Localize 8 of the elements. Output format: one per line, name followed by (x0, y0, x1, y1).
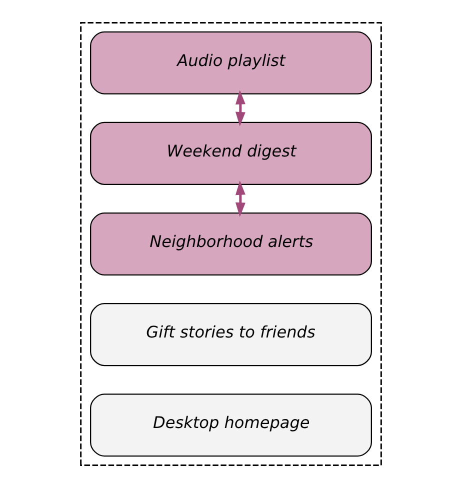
node-box: Audio playlist (90, 30, 372, 94)
arrow (235, 180, 246, 216)
arrow (235, 90, 246, 126)
node-box: Gift stories to friends (90, 302, 372, 366)
node-box: Desktop homepage (90, 393, 372, 456)
node-box: Neighborhood alerts (90, 212, 372, 276)
node-box: Weekend digest (90, 121, 372, 184)
cluster (80, 22, 382, 466)
